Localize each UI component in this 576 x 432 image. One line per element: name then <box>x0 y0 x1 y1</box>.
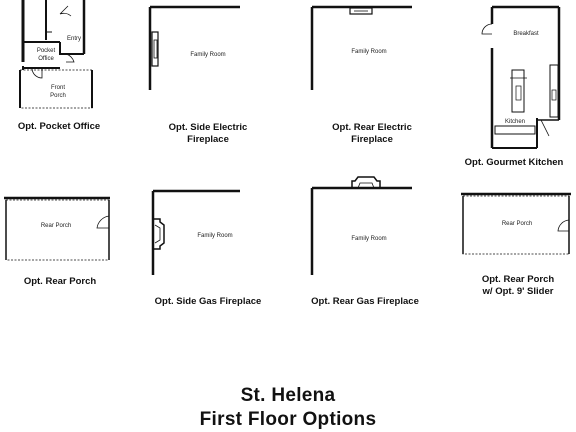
room-label-kitchen: Kitchen <box>505 119 525 125</box>
rear-porch-floorplan: Rear Porch <box>4 196 110 261</box>
side-gas-fireplace-floorplan: Family Room <box>151 189 240 275</box>
room-label-family: Family Room <box>351 236 386 242</box>
page-title-line-1: St. Helena <box>240 385 336 406</box>
caption-rear-gas-fireplace: Opt. Rear Gas Fireplace <box>311 296 419 307</box>
caption-rear-porch: Opt. Rear Porch <box>23 276 97 287</box>
caption-line-1: Opt. Rear Electric <box>332 122 412 133</box>
room-label-rear-porch: Rear Porch <box>502 221 532 227</box>
caption-side-gas-fireplace: Opt. Side Gas Fireplace <box>154 296 262 307</box>
panel-side-electric-fireplace: Family Room Opt. Side Electric Fireplace <box>140 0 285 150</box>
caption-rear-electric-fireplace: Opt. Rear Electric Fireplace <box>312 122 432 146</box>
rear-porch-slider-floorplan: Rear Porch <box>461 192 571 255</box>
panel-rear-electric-fireplace: Family Room Opt. Rear Electric Fireplace <box>300 0 445 150</box>
caption-line-1: Opt. Rear Porch <box>481 274 555 285</box>
caption-side-electric-fireplace: Opt. Side Electric Fireplace <box>148 122 268 146</box>
rear-electric-fireplace-floorplan: Family Room <box>310 5 412 90</box>
room-label-rear-porch: Rear Porch <box>41 223 71 229</box>
room-label-porch: Porch <box>50 93 66 99</box>
caption-line-2: Fireplace <box>187 134 229 145</box>
gourmet-kitchen-floorplan: Breakfast Kitchen <box>481 5 561 149</box>
room-label-office: Office <box>38 56 54 62</box>
room-label-family: Family Room <box>190 52 225 58</box>
caption-pocket-office: Opt. Pocket Office <box>17 121 101 132</box>
panel-rear-gas-fireplace: Family Room Opt. Rear Gas Fireplace <box>300 175 445 310</box>
caption-line-2: w/ Opt. 9' Slider <box>482 286 554 297</box>
pocket-office-floorplan: Pocket Office Entry Front Porch <box>19 0 93 109</box>
caption-line-1: Opt. Side Electric <box>168 122 248 133</box>
caption-rear-porch-slider: Opt. Rear Porch w/ Opt. 9' Slider <box>463 274 573 298</box>
room-label-entry: Entry <box>67 36 81 42</box>
room-label-front: Front <box>51 85 65 91</box>
panel-gourmet-kitchen: Breakfast Kitchen Opt. Gourmet Kitchen <box>455 0 576 175</box>
room-label-pocket: Pocket <box>37 48 56 54</box>
panel-rear-porch: Rear Porch Opt. Rear Porch <box>0 180 120 290</box>
room-label-family: Family Room <box>197 233 232 239</box>
caption-gourmet-kitchen: Opt. Gourmet Kitchen <box>464 157 564 168</box>
side-electric-fireplace-floorplan: Family Room <box>148 5 240 90</box>
room-label-breakfast: Breakfast <box>513 31 539 37</box>
room-label-family: Family Room <box>351 49 386 55</box>
panel-side-gas-fireplace: Family Room Opt. Side Gas Fireplace <box>140 180 290 310</box>
panel-rear-porch-slider: Rear Porch Opt. Rear Porch w/ Opt. 9' Sl… <box>455 180 576 310</box>
caption-line-2: Fireplace <box>351 134 393 145</box>
panel-pocket-office: Pocket Office Entry Front Porch Opt. Poc… <box>0 0 110 140</box>
page-title-line-2: First Floor Options <box>199 409 377 430</box>
rear-gas-fireplace-floorplan: Family Room <box>310 176 412 275</box>
